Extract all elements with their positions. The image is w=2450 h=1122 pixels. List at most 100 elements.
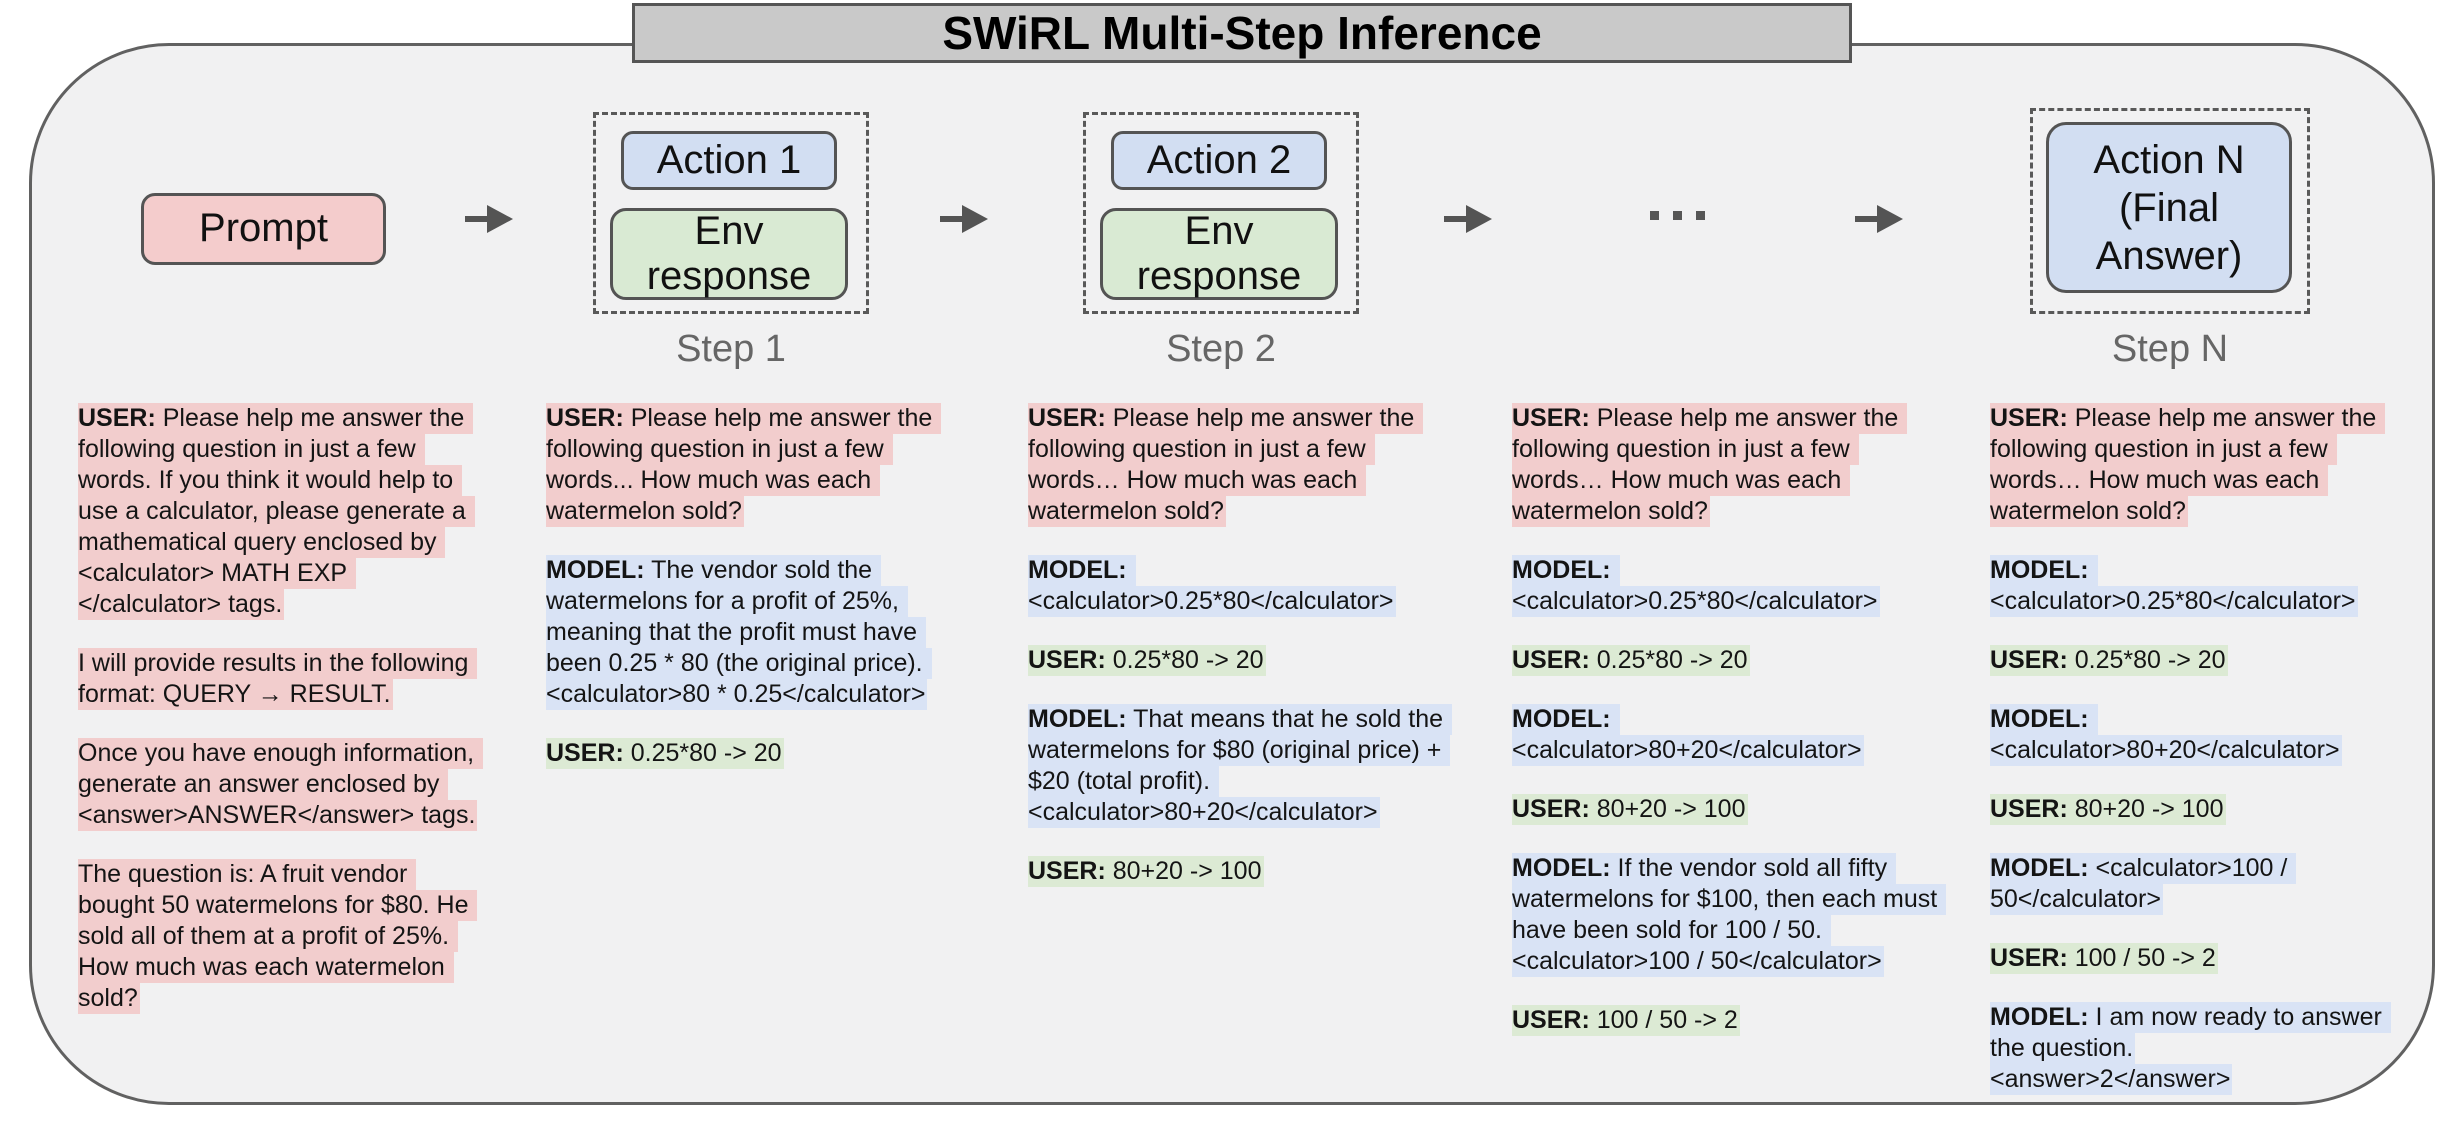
speaker-label: USER: — [1028, 646, 1106, 674]
ellipsis-dots-icon — [1650, 211, 1705, 220]
action-1-box: Action 1 — [621, 131, 837, 190]
transcript-block-model: MODEL: <calculator>0.25*80</calculator> — [1512, 555, 1942, 617]
highlighted-text: USER: 80+20 -> 100 — [1028, 856, 1264, 887]
transcript-block-env: USER: 0.25*80 -> 20 — [1990, 645, 2410, 676]
transcript-block-user: USER: Please help me answer the followin… — [1512, 403, 1942, 527]
flow-arrow-icon — [1855, 205, 1903, 233]
step-n-dashed-group — [2030, 108, 2310, 314]
highlighted-text: MODEL: The vendor sold the watermelons f… — [546, 555, 932, 710]
transcript-block-env: USER: 80+20 -> 100 — [1512, 794, 1942, 825]
speaker-label: USER: — [1990, 795, 2068, 823]
transcript-block-model: MODEL: If the vendor sold all fifty wate… — [1512, 853, 1947, 977]
speaker-label: MODEL: — [1990, 854, 2089, 882]
transcript-block-env: USER: 0.25*80 -> 20 — [1028, 645, 1448, 676]
highlighted-text: MODEL: If the vendor sold all fifty wate… — [1512, 853, 1947, 977]
highlighted-text: USER: 80+20 -> 100 — [1512, 794, 1748, 825]
transcript-block-user: USER: Please help me answer the followin… — [1990, 403, 2410, 527]
transcript-block-model: MODEL: <calculator>100 / 50</calculator> — [1990, 853, 2410, 915]
env-response-2-box: Env response — [1100, 208, 1338, 300]
action-2-label: Action 2 — [1146, 137, 1292, 182]
transcript-block-env: USER: 80+20 -> 100 — [1028, 856, 1448, 887]
speaker-label: MODEL: — [1512, 556, 1611, 584]
highlighted-text: USER: 100 / 50 -> 2 — [1990, 943, 2218, 974]
prompt-box: Prompt — [141, 193, 386, 265]
speaker-label: MODEL: — [1512, 705, 1611, 733]
speaker-label: USER: — [546, 404, 624, 432]
env-response-1-box: Env response — [610, 208, 848, 300]
speaker-label: USER: — [1512, 404, 1590, 432]
highlighted-text: USER: 100 / 50 -> 2 — [1512, 1005, 1740, 1036]
transcript-block-model: MODEL: The vendor sold the watermelons f… — [546, 555, 970, 710]
speaker-label: MODEL: — [1990, 1003, 2089, 1031]
transcript-block-model: MODEL: <calculator>80+20</calculator> — [1990, 704, 2410, 766]
prompt-box-label: Prompt — [199, 206, 328, 251]
env-response-1-label: Env response — [646, 209, 812, 298]
transcript-block-user: USER: Please help me answer the followin… — [546, 403, 970, 527]
highlighted-text: USER: 0.25*80 -> 20 — [546, 738, 784, 769]
highlighted-text: The question is: A fruit vendor bought 5… — [78, 859, 478, 1014]
highlighted-text: Once you have enough information, genera… — [78, 738, 484, 831]
step-2-label: Step 2 — [1166, 328, 1276, 370]
highlighted-text: USER: Please help me answer the followin… — [1990, 403, 2386, 527]
transcript-block-user: The question is: A fruit vendor bought 5… — [78, 859, 486, 1014]
speaker-label: MODEL: — [1512, 854, 1611, 882]
highlighted-text: USER: 0.25*80 -> 20 — [1990, 645, 2228, 676]
transcript-column-step-n: USER: Please help me answer the followin… — [1990, 403, 2410, 1122]
speaker-label: MODEL: — [1028, 705, 1127, 733]
step-n-label: Step N — [2111, 328, 2229, 370]
flow-arrow-icon — [1444, 205, 1492, 233]
speaker-label: USER: — [1512, 646, 1590, 674]
transcript-block-model: MODEL: <calculator>80+20</calculator> — [1512, 704, 1942, 766]
speaker-label: MODEL: — [1990, 556, 2089, 584]
action-n-final-answer-box: Action N (Final Answer) — [2046, 122, 2292, 293]
env-response-2-label: Env response — [1136, 209, 1302, 298]
highlighted-text: USER: 0.25*80 -> 20 — [1512, 645, 1750, 676]
step-1-dashed-group — [593, 112, 869, 314]
transcript-block-env: USER: 0.25*80 -> 20 — [1512, 645, 1942, 676]
transcript-column-step-1: USER: Please help me answer the followin… — [546, 403, 970, 797]
highlighted-text: MODEL: <calculator>80+20</calculator> — [1990, 704, 2342, 766]
transcript-block-env: USER: 0.25*80 -> 20 — [546, 738, 970, 769]
transcript-block-user: USER: Please help me answer the followin… — [78, 403, 486, 620]
speaker-label: USER: — [1028, 857, 1106, 885]
figure-title: SWiRL Multi-Step Inference — [632, 3, 1852, 63]
transcript-block-model: MODEL: <calculator>0.25*80</calculator> — [1028, 555, 1448, 617]
step-1-label: Step 1 — [676, 328, 786, 370]
transcript-block-env: USER: 100 / 50 -> 2 — [1512, 1005, 1942, 1036]
highlighted-text: MODEL: <calculator>0.25*80</calculator> — [1512, 555, 1880, 617]
figure-title-text: SWiRL Multi-Step Inference — [942, 7, 1542, 59]
transcript-block-model: MODEL: <calculator>0.25*80</calculator> — [1990, 555, 2410, 617]
speaker-label: USER: — [1028, 404, 1106, 432]
speaker-label: USER: — [78, 404, 156, 432]
speaker-label: USER: — [1990, 404, 2068, 432]
highlighted-text: USER: Please help me answer the followin… — [78, 403, 475, 620]
highlighted-text: MODEL: <calculator>100 / 50</calculator> — [1990, 853, 2297, 915]
speaker-label: USER: — [1990, 944, 2068, 972]
speaker-label: MODEL: — [1990, 705, 2089, 733]
transcript-block-model: MODEL: That means that he sold the water… — [1028, 704, 1452, 828]
highlighted-text: USER: Please help me answer the followin… — [1512, 403, 1908, 527]
action-n-label: Action N (Final Answer) — [2093, 137, 2245, 278]
speaker-label: USER: — [1512, 795, 1590, 823]
action-1-label: Action 1 — [656, 137, 802, 182]
transcript-block-model: MODEL: I am now ready to answer the ques… — [1990, 1002, 2410, 1095]
transcript-block-env: USER: 100 / 50 -> 2 — [1990, 943, 2410, 974]
flow-arrow-icon — [940, 205, 988, 233]
transcript-block-env: USER: 80+20 -> 100 — [1990, 794, 2410, 825]
flow-arrow-icon — [465, 205, 513, 233]
step-2-dashed-group — [1083, 112, 1359, 314]
speaker-label: USER: — [546, 739, 624, 767]
transcript-column-prompt: USER: Please help me answer the followin… — [78, 403, 486, 1042]
highlighted-text: MODEL: <calculator>0.25*80</calculator> — [1990, 555, 2358, 617]
transcript-block-user: I will provide results in the following … — [78, 648, 486, 710]
transcript-block-user: Once you have enough information, genera… — [78, 738, 486, 831]
highlighted-text: USER: 0.25*80 -> 20 — [1028, 645, 1266, 676]
speaker-label: MODEL: — [546, 556, 645, 584]
speaker-label: MODEL: — [1028, 556, 1127, 584]
transcript-column-step-k: USER: Please help me answer the followin… — [1512, 403, 1947, 1064]
speaker-label: USER: — [1990, 646, 2068, 674]
speaker-label: USER: — [1512, 1006, 1590, 1034]
highlighted-text: USER: 80+20 -> 100 — [1990, 794, 2226, 825]
highlighted-text: USER: Please help me answer the followin… — [546, 403, 942, 527]
